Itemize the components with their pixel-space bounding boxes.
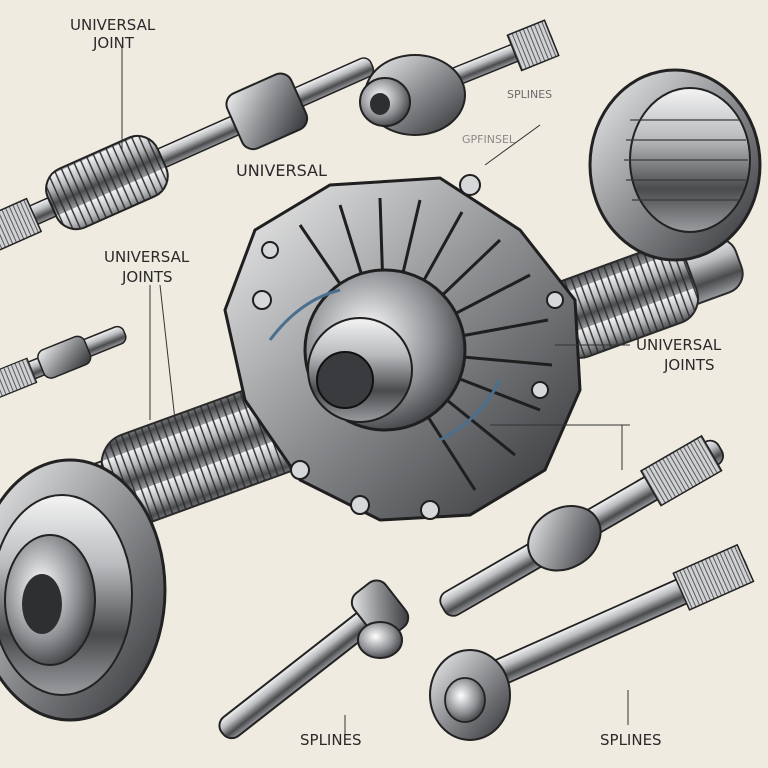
differential-housing — [223, 174, 582, 522]
label-universal-center: UNIVERSAL — [236, 161, 327, 180]
label-universal-joint-line2: JOINT — [92, 34, 135, 52]
right-spline-shaft — [429, 434, 755, 741]
label-universal-joints-right-line2: JOINTS — [663, 356, 715, 374]
label-splines-top: SPLINES — [507, 88, 552, 101]
label-universal-joints-left-line2: JOINTS — [121, 268, 173, 286]
left-flange — [0, 458, 167, 722]
top-center-joint — [359, 19, 560, 136]
right-flange — [588, 68, 762, 262]
top-left-cv-axle — [0, 57, 375, 257]
label-universal-joint-line1: UNIVERSAL — [70, 16, 156, 34]
label-splines-bottom-right: SPLINES — [600, 731, 662, 749]
label-garbled-top: GPFINSEL — [462, 133, 516, 146]
left-small-shaft — [0, 325, 127, 399]
yoke-arm — [218, 579, 410, 740]
leader-lines — [121, 48, 630, 735]
callout-labels: UNIVERSAL JOINT SPLINES GPFINSEL UNIVERS… — [70, 16, 722, 749]
label-universal-joints-left-line1: UNIVERSAL — [104, 248, 190, 266]
label-splines-bottom-left: SPLINES — [300, 731, 362, 749]
label-universal-joints-right-line1: UNIVERSAL — [636, 336, 722, 354]
